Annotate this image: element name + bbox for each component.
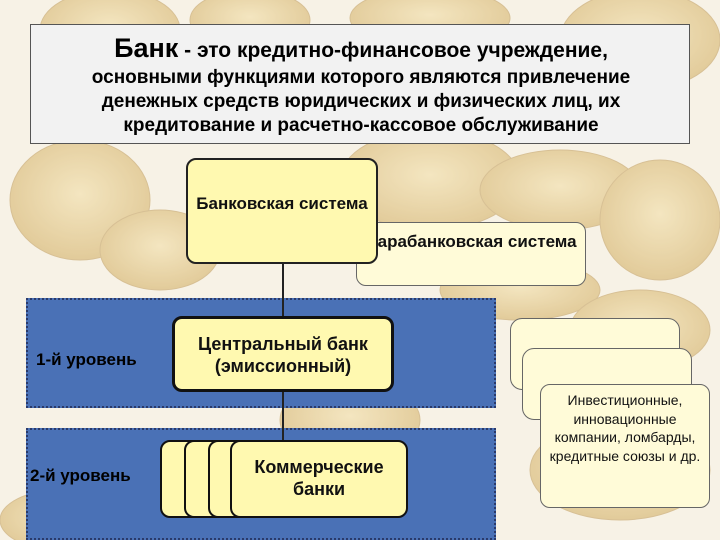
central-bank-node: Центральный банк (эмиссионный)	[172, 316, 394, 392]
parabanking-system-node: Парабанковская система	[356, 222, 586, 286]
commercial-banks-node: Коммерческие банки	[230, 440, 408, 518]
definition-line-3: денежных средств юридических и физически…	[101, 91, 621, 112]
definition-box: Банк - это кредитно-финансовое учреждени…	[30, 24, 690, 144]
definition-line-1-rest: - это кредитно-финансовое учреждение,	[178, 39, 608, 62]
commercial-banks-label: Коммерческие банки	[254, 457, 384, 499]
definition-line-1: Банк - это кредитно-финансовое учреждени…	[31, 33, 691, 64]
level-1-label: 1-й уровень	[36, 350, 137, 369]
connector-cb-to-kb	[282, 390, 284, 442]
definition-line-2: основными функциями которого являются пр…	[91, 67, 631, 88]
banking-system-node: Банковская система	[186, 158, 378, 264]
connector-bank-to-cb	[282, 262, 284, 318]
definition-term: Банк	[114, 33, 179, 63]
central-bank-label: Центральный банк (эмиссионный)	[198, 334, 368, 376]
banking-system-label: Банковская система	[196, 194, 368, 213]
level-2-label: 2-й уровень	[30, 466, 131, 485]
investment-companies-label: Инвестиционные, инновационные компании, …	[549, 392, 701, 464]
definition-line-4: кредитование и расчетно-кассовое обслужи…	[123, 115, 599, 136]
investment-companies-node: Инвестиционные, инновационные компании, …	[540, 384, 710, 508]
parabanking-system-label: Парабанковская система	[365, 232, 577, 251]
